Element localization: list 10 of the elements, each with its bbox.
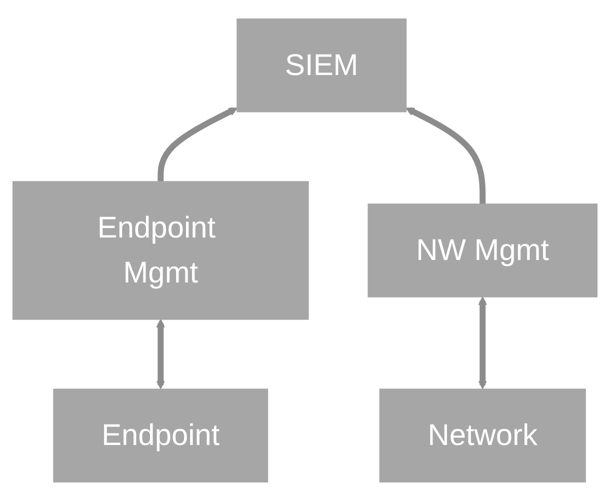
- arrow: [478, 296, 486, 389]
- node-box: [236, 18, 406, 112]
- arrow: [156, 318, 165, 389]
- node-box: [12, 180, 308, 320]
- node-box: [367, 203, 598, 297]
- node-box: [52, 388, 268, 482]
- diagram-drawing: SIEM Endpoint Mgmt NW Mgmt Endpoint Network: [4, 10, 604, 490]
- arrow: [157, 106, 238, 182]
- arrow: [405, 106, 486, 204]
- node-box: [378, 388, 586, 482]
